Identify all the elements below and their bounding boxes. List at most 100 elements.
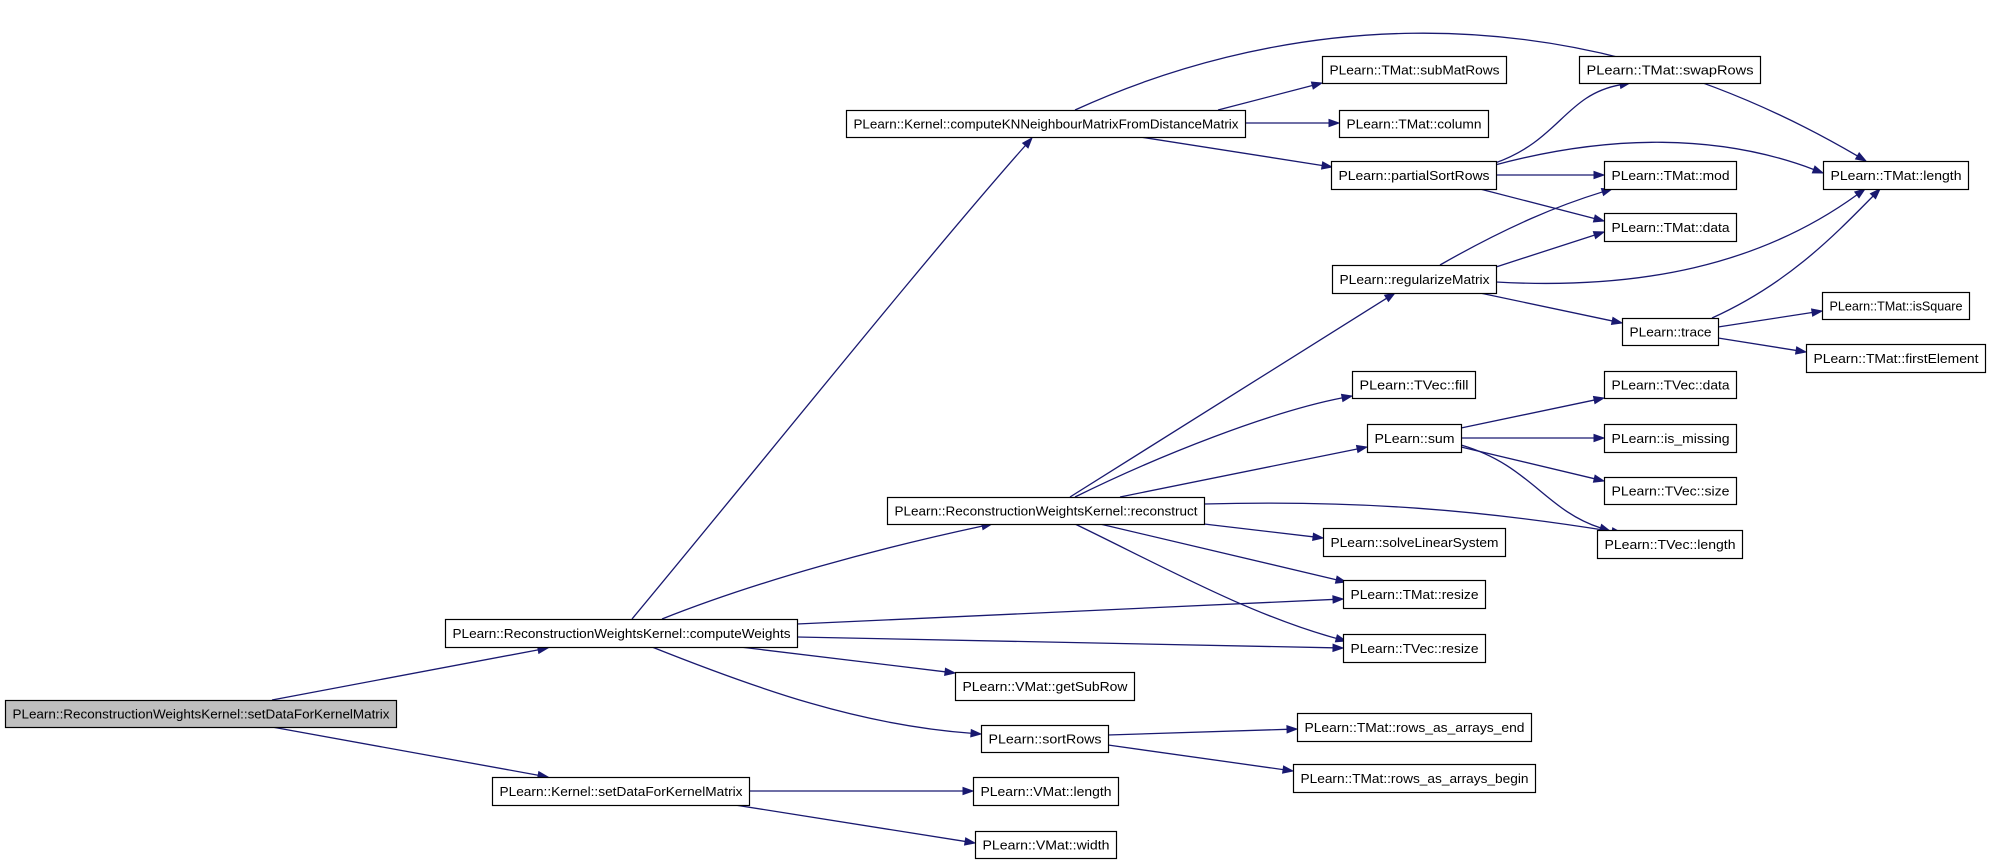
node-box: [1338, 109, 1490, 139]
node-box: [1296, 712, 1533, 743]
edge-line: [1203, 523, 1314, 538]
node-is-missing[interactable]: PLearn::is_missing: [1603, 423, 1738, 454]
node-compute-knn[interactable]: PLearn::Kernel::computeKNNeighbourMatrix…: [845, 109, 1247, 139]
node-is-square[interactable]: PLearn::TMat::isSquare: [1821, 291, 1971, 321]
node-box: [444, 618, 799, 649]
node-label: PLearn::partialSortRows: [1339, 168, 1491, 183]
arrowhead-icon: [1853, 188, 1867, 199]
node-tvec-fill[interactable]: PLearn::TVec::fill: [1351, 370, 1477, 400]
node-solve-linear-system[interactable]: PLearn::solveLinearSystem: [1322, 527, 1507, 558]
node-sort-rows[interactable]: PLearn::sortRows: [980, 724, 1110, 754]
node-label: PLearn::solveLinearSystem: [1331, 535, 1499, 550]
edge-partial-sort-rows-to-tmat-length: [1494, 141, 1825, 174]
node-label: PLearn::TMat::swapRows: [1587, 63, 1755, 78]
arrowhead-icon: [1593, 433, 1606, 443]
node-label: PLearn::VMat::getSubRow: [963, 679, 1129, 694]
node-first-element[interactable]: PLearn::TMat::firstElement: [1805, 343, 1987, 374]
edge-regularize-matrix-to-tmat-data: [1495, 231, 1606, 268]
node-swap-rows[interactable]: PLearn::TMat::swapRows: [1578, 55, 1762, 85]
node-box: [1603, 370, 1738, 400]
edge-line: [1479, 188, 1595, 220]
node-tvec-resize[interactable]: PLearn::TVec::resize: [1342, 633, 1487, 664]
node-label: PLearn::sortRows: [989, 732, 1103, 747]
arrowhead-icon: [1592, 474, 1606, 483]
edge-line: [1460, 399, 1595, 429]
node-box: [4, 699, 398, 729]
node-partial-sort-rows[interactable]: PLearn::partialSortRows: [1330, 160, 1498, 191]
node-reconstruct[interactable]: PLearn::ReconstructionWeightsKernel::rec…: [886, 496, 1206, 526]
node-box: [1351, 370, 1477, 400]
node-rows-end[interactable]: PLearn::TMat::rows_as_arrays_end: [1296, 712, 1533, 743]
edge-line: [1479, 292, 1613, 322]
node-box: [1603, 423, 1738, 454]
arrowhead-icon: [1869, 187, 1882, 200]
node-trace[interactable]: PLearn::trace: [1621, 317, 1720, 347]
node-box: [1603, 212, 1738, 243]
node-regularize-matrix[interactable]: PLearn::regularizeMatrix: [1331, 264, 1498, 295]
arrowhead-icon: [1286, 725, 1299, 734]
edge-regularize-matrix-to-tmat-mod: [1439, 187, 1614, 266]
node-box: [1805, 343, 1987, 374]
node-box: [1331, 264, 1498, 295]
node-label: PLearn::TMat::mod: [1612, 168, 1730, 183]
node-tvec-data[interactable]: PLearn::TVec::data: [1603, 370, 1738, 400]
edge-line: [271, 649, 539, 701]
arrowhead-icon: [1794, 346, 1808, 355]
node-box: [1292, 763, 1537, 794]
node-box: [491, 776, 751, 807]
node-label: PLearn::TVec::data: [1612, 378, 1731, 393]
node-tmat-data[interactable]: PLearn::TMat::data: [1603, 212, 1738, 243]
arrowhead-icon: [1592, 395, 1606, 405]
node-vmat-width[interactable]: PLearn::VMat::width: [974, 830, 1118, 860]
arrowhead-icon: [944, 667, 957, 677]
edge-line: [1099, 523, 1337, 581]
node-box: [1330, 160, 1498, 191]
node-sub-mat-rows[interactable]: PLearn::TMat::subMatRows: [1321, 55, 1508, 85]
node-tmat-mod[interactable]: PLearn::TMat::mod: [1603, 160, 1738, 191]
edge-line: [651, 646, 972, 734]
node-label: PLearn::trace: [1630, 325, 1712, 340]
edge-line: [1203, 502, 1613, 533]
node-root[interactable]: PLearn::ReconstructionWeightsKernel::set…: [4, 699, 398, 729]
edge-line: [739, 646, 946, 673]
node-label: PLearn::TVec::length: [1605, 537, 1736, 552]
node-tmat-column[interactable]: PLearn::TMat::column: [1338, 109, 1490, 139]
edge-line: [631, 145, 1026, 620]
edge-trace-to-is-square: [1717, 308, 1824, 328]
edge-line: [1495, 194, 1858, 285]
node-label: PLearn::is_missing: [1612, 431, 1730, 446]
node-tmat-length[interactable]: PLearn::TMat::length: [1822, 160, 1970, 191]
arrowhead-icon: [1312, 532, 1325, 542]
arrowhead-icon: [1320, 161, 1334, 170]
node-label: PLearn::TMat::column: [1347, 117, 1482, 132]
edge-reconstruct-to-regularize-matrix: [1069, 292, 1397, 498]
edge-compute-weights-to-sort-rows: [651, 646, 983, 738]
node-tvec-length[interactable]: PLearn::TVec::length: [1596, 529, 1744, 560]
edge-line: [796, 598, 1334, 625]
edge-reconstruct-to-sum: [1119, 444, 1369, 498]
node-compute-weights[interactable]: PLearn::ReconstructionWeightsKernel::com…: [444, 618, 799, 649]
edge-line: [1717, 337, 1797, 352]
edge-sum-to-tvec-length: [1460, 444, 1612, 532]
edge-kernel-set-data-to-vmat-length: [749, 786, 975, 796]
arrowhead-icon: [1593, 170, 1606, 180]
node-vmat-get-sub-row[interactable]: PLearn::VMat::getSubRow: [954, 671, 1136, 702]
edge-compute-knn-to-partial-sort-rows: [1139, 136, 1334, 170]
edge-line: [1074, 32, 1858, 157]
edge-line: [1069, 297, 1387, 498]
node-rows-begin[interactable]: PLearn::TMat::rows_as_arrays_begin: [1292, 763, 1537, 794]
node-vmat-length[interactable]: PLearn::VMat::length: [972, 776, 1120, 807]
arrowhead-icon: [1610, 316, 1624, 326]
node-sum[interactable]: PLearn::sum: [1366, 423, 1463, 454]
node-tmat-resize[interactable]: PLearn::TMat::resize: [1342, 579, 1487, 610]
arrowhead-icon: [1355, 444, 1369, 454]
arrowhead-icon: [970, 728, 983, 738]
node-box: [1578, 55, 1762, 85]
node-kernel-set-data[interactable]: PLearn::Kernel::setDataForKernelMatrix: [491, 776, 751, 807]
edge-line: [1119, 448, 1358, 498]
arrowhead-icon: [962, 786, 975, 796]
edge-line: [661, 525, 983, 620]
node-tvec-size[interactable]: PLearn::TVec::size: [1603, 476, 1738, 506]
node-label: PLearn::TVec::fill: [1360, 378, 1469, 393]
